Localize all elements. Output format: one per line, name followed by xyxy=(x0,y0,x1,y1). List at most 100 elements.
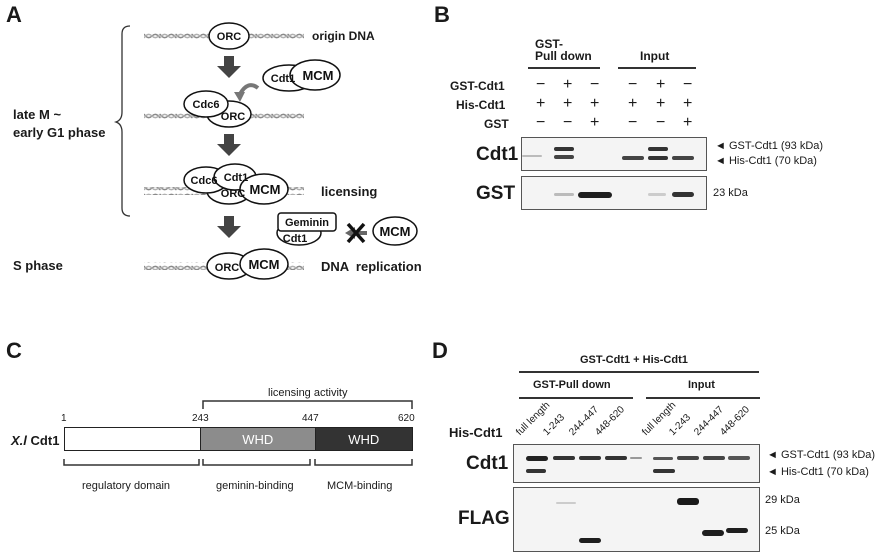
b-cdt1-blot xyxy=(521,137,707,171)
mcm-label-3: MCM xyxy=(379,224,410,239)
b-condition-sign: − xyxy=(628,76,638,93)
b-condition-sign: + xyxy=(683,95,693,112)
replication-label: DNA replication xyxy=(321,259,422,274)
mcm-label-1: MCM xyxy=(302,68,333,83)
c-bracket-mcm xyxy=(314,459,413,466)
b-condition-sign: − xyxy=(563,114,573,131)
b-23kda-annotation: 23 kDa xyxy=(713,187,748,199)
c-bracket-regulatory xyxy=(63,459,200,466)
c-top-bracket xyxy=(202,400,413,409)
b-condition-sign: + xyxy=(590,95,600,112)
b-condition-sign: − xyxy=(536,76,546,93)
phase-brace xyxy=(113,25,131,217)
b-condition-sign: − xyxy=(590,76,600,93)
cdt1-label-3: Cdt1 xyxy=(283,233,307,245)
b-condition-sign: + xyxy=(563,95,573,112)
down-arrow-3 xyxy=(217,216,241,238)
b-condition-sign: + xyxy=(590,114,600,131)
c-domain-segment: WHD xyxy=(314,428,412,450)
b-condition-sign: − xyxy=(628,114,638,131)
b-condition-sign: + xyxy=(536,95,546,112)
curved-arrow xyxy=(238,83,260,96)
b-condition-sign: + xyxy=(563,76,573,93)
d-flag-blot xyxy=(513,487,760,552)
down-arrow-2 xyxy=(217,134,241,156)
mcm-label-4: MCM xyxy=(248,257,279,272)
b-row-label: His-Cdt1 xyxy=(456,98,506,112)
s-phase-label: S phase xyxy=(13,258,63,273)
orc-label-4: ORC xyxy=(215,262,240,274)
licensing-label: licensing xyxy=(321,184,378,199)
panel-a-proteins: ORC Cdt1 MCM Cdc6 ORC ORC Cdc6 Cdt1 MCM … xyxy=(183,22,418,280)
d-lane-label: 1-243 xyxy=(541,412,568,438)
cdc6-label-2: Cdc6 xyxy=(191,175,218,187)
origin-dna-label: origin DNA xyxy=(312,29,375,43)
d-cdt1-blot-label: Cdt1 xyxy=(466,453,509,474)
b-condition-sign: + xyxy=(683,114,693,131)
cdc6-label-1: Cdc6 xyxy=(193,99,220,111)
b-his-cdt1-annotation: ◄ His-Cdt1 (70 kDa) xyxy=(715,155,817,167)
d-gst-cdt1-annotation: ◄ GST-Cdt1 (93 kDa) xyxy=(767,449,876,461)
orc-label-2: ORC xyxy=(221,111,246,123)
c-licensing-activity-label: licensing activity xyxy=(268,387,348,399)
c-bracket-geminin xyxy=(202,459,311,466)
d-25kda-annotation: 25 kDa xyxy=(765,525,800,537)
cdt1-label-1: Cdt1 xyxy=(271,73,295,85)
c-pos-1: 1 xyxy=(61,413,67,424)
d-29kda-annotation: 29 kDa xyxy=(765,494,800,506)
d-lane-label: 1-243 xyxy=(667,412,694,438)
b-input-label: Input xyxy=(640,49,670,63)
c-domain-segment xyxy=(65,428,200,450)
c-brackets xyxy=(63,400,413,466)
b-row-label: GST-Cdt1 xyxy=(450,79,505,93)
b-row-label: GST xyxy=(484,117,509,131)
b-pulldown-label-2: Pull down xyxy=(535,49,592,63)
cdt1-label-2: Cdt1 xyxy=(224,172,248,184)
c-geminin-label: geminin-binding xyxy=(216,480,294,492)
d-his-cdt1-label: His-Cdt1 xyxy=(449,425,503,440)
b-condition-sign: + xyxy=(656,76,666,93)
b-condition-sign: + xyxy=(628,95,638,112)
c-pos-447: 447 xyxy=(302,413,319,424)
geminin-label: Geminin xyxy=(285,217,329,229)
down-arrows xyxy=(217,56,241,238)
panel-d-letter: D xyxy=(432,338,448,363)
panel-c-letter: C xyxy=(6,338,22,363)
b-gst-cdt1-annotation: ◄ GST-Cdt1 (93 kDa) xyxy=(715,140,824,152)
b-input-line xyxy=(618,67,696,69)
d-pulldown-label: GST-Pull down xyxy=(533,379,611,391)
mcm-label-2: MCM xyxy=(249,182,280,197)
down-arrow-1 xyxy=(217,56,241,78)
d-cdt1-blot xyxy=(513,444,760,483)
b-pulldown-label-1: GST- xyxy=(535,37,564,51)
c-protein-label: X.l Cdt1 xyxy=(11,433,59,448)
c-pos-243: 243 xyxy=(192,413,209,424)
d-pulldown-line xyxy=(519,397,633,399)
c-mcm-label: MCM-binding xyxy=(327,480,393,492)
early-g1-label: early G1 phase xyxy=(13,125,106,140)
b-condition-sign: − xyxy=(536,114,546,131)
b-gst-blot-label: GST xyxy=(476,183,516,204)
d-title: GST-Cdt1 + His-Cdt1 xyxy=(580,354,688,366)
b-condition-sign: − xyxy=(656,114,666,131)
orc-label-1: ORC xyxy=(217,31,242,43)
panel-a-letter: A xyxy=(6,2,22,27)
block-x-icon xyxy=(346,222,366,244)
d-title-line xyxy=(519,371,759,373)
d-input-label: Input xyxy=(688,379,715,391)
c-domain-segment: WHD xyxy=(199,428,315,450)
c-pos-620: 620 xyxy=(398,413,415,424)
d-input-line xyxy=(646,397,760,399)
panel-b-letter: B xyxy=(434,2,450,27)
b-cdt1-blot-label: Cdt1 xyxy=(476,144,519,165)
c-protein-name: Cdt1 xyxy=(30,433,60,448)
c-species: X.l xyxy=(11,433,27,448)
b-condition-sign: + xyxy=(656,95,666,112)
orc-label-3: ORC xyxy=(221,188,246,200)
b-condition-sign: − xyxy=(683,76,693,93)
d-flag-blot-label: FLAG xyxy=(458,508,510,529)
late-m-label: late M ~ xyxy=(13,107,62,122)
b-pulldown-line xyxy=(528,67,600,69)
b-gst-blot xyxy=(521,176,707,210)
